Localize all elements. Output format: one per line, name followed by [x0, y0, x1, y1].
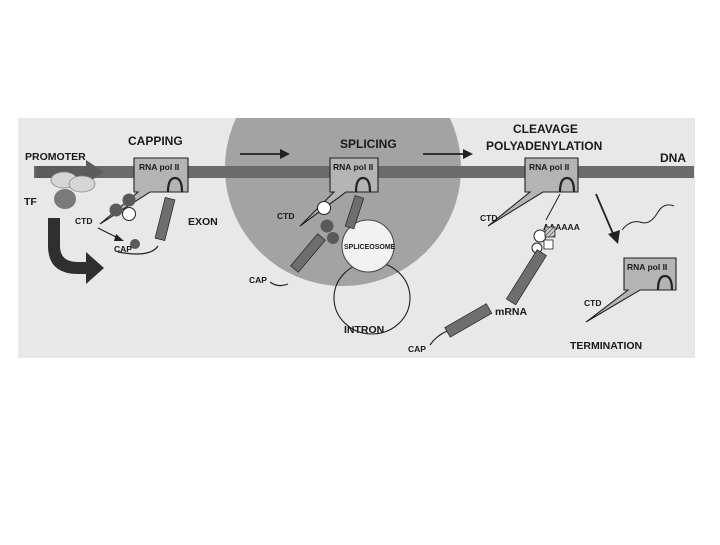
ctd-dot	[123, 194, 136, 207]
stage-title-capping: CAPPING	[128, 134, 183, 148]
mrna-label: mRNA	[495, 306, 528, 318]
ctd-label: CTD	[277, 211, 294, 221]
polya-factor	[545, 227, 555, 237]
cap-label: CAP	[249, 275, 267, 285]
exon-label: EXON	[188, 216, 218, 228]
cap-label: CAP	[408, 344, 426, 354]
ctd-dot	[327, 232, 339, 244]
ctd-label: CTD	[480, 213, 497, 223]
spliceosome-label: SPLICEOSOME	[344, 244, 396, 251]
cap-label: CAP	[114, 244, 132, 254]
rna-pol-label: RNA pol II	[529, 162, 569, 172]
ctd-dot	[318, 202, 331, 215]
ctd-dot	[110, 204, 123, 217]
dna-label: DNA	[660, 151, 686, 165]
ctd-label: CTD	[75, 216, 92, 226]
polya-factor	[544, 240, 553, 249]
rna-pol-label: RNA pol II	[627, 262, 667, 272]
promoter-label: PROMOTER	[25, 151, 86, 163]
termination-label: TERMINATION	[570, 340, 642, 352]
stage-title-splicing: SPLICING	[340, 137, 397, 151]
tf-label: TF	[24, 196, 37, 208]
rna-pol-label: RNA pol II	[139, 162, 179, 172]
tf-subunit	[54, 189, 76, 209]
stage-title-polyadenylation: POLYADENYLATION	[486, 139, 602, 153]
top-mask	[0, 0, 720, 118]
tf-subunit	[69, 176, 95, 192]
intron-label: INTRON	[344, 324, 384, 336]
stage-title-cleavage: CLEAVAGE	[513, 122, 578, 136]
ctd-label: CTD	[584, 298, 601, 308]
ctd-dot	[321, 220, 334, 233]
capping-enzyme	[123, 208, 136, 221]
rna-pol-label: RNA pol II	[333, 162, 373, 172]
